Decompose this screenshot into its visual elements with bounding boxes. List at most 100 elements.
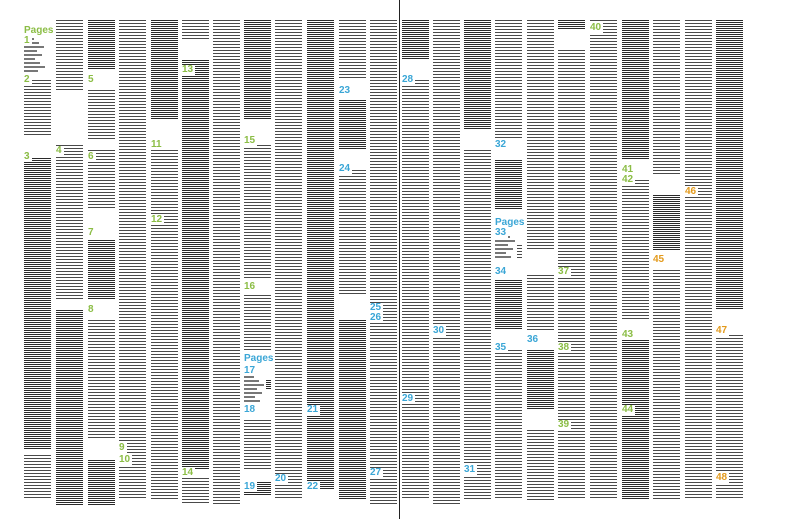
page-number-label: 30: [433, 325, 447, 336]
text-column-block: [370, 20, 397, 505]
page-number-label: 24: [339, 163, 353, 174]
page-number-label: 9: [119, 442, 127, 453]
page-number-label: 27: [370, 467, 384, 478]
page-number-label: 7: [88, 227, 96, 238]
text-column-block: [495, 160, 522, 210]
page-number-label: 32: [495, 139, 509, 150]
text-column-block: [182, 20, 209, 40]
text-column-block: [182, 478, 209, 505]
text-column-block: [88, 20, 115, 70]
page-number-label: 17: [244, 365, 258, 376]
text-column-block: [622, 180, 649, 320]
text-column-block: [182, 60, 209, 470]
text-column-block: [622, 340, 649, 500]
section-heading: Pages: [495, 217, 525, 228]
text-column-block: [433, 20, 460, 505]
page-number-label: 28: [402, 74, 416, 85]
page-number-label: 21: [307, 404, 321, 415]
text-column-block: [24, 80, 51, 135]
text-column-block: [527, 350, 554, 410]
text-column-block: [622, 20, 649, 160]
page-number-label: 8: [88, 304, 96, 315]
page-number-label: 34: [495, 266, 509, 277]
text-column-block: [56, 310, 83, 505]
text-column-block: [685, 20, 712, 500]
page-gutter: [399, 0, 400, 519]
text-column-block: [653, 195, 680, 250]
text-column-block: [653, 270, 680, 500]
text-column-block: [653, 20, 680, 175]
page-number-label: 19: [244, 481, 258, 492]
text-column-block: [558, 20, 585, 30]
page-number-label: 39: [558, 419, 572, 430]
text-column-block: [244, 295, 271, 350]
page-number-label: 26: [370, 312, 384, 323]
text-column-block: [716, 20, 743, 310]
text-column-block: [464, 20, 491, 130]
page-number-label: 6: [88, 151, 96, 162]
page-number-label: 48: [716, 472, 730, 483]
text-column-block: [339, 320, 366, 500]
page-number-label: 16: [244, 281, 258, 292]
text-column-block: [213, 20, 240, 505]
text-column-block: [244, 20, 271, 120]
text-column-block: [527, 430, 554, 500]
text-column-block: [590, 20, 617, 500]
page-number-label: 2: [24, 74, 32, 85]
page-number-label: 25: [370, 302, 384, 313]
text-column-block: [244, 420, 271, 470]
page-number-label: 40: [590, 22, 604, 33]
page-number-label: 4: [56, 145, 64, 156]
text-column-block: [88, 320, 115, 440]
text-column-block: [88, 90, 115, 140]
text-column-block: [24, 455, 51, 500]
text-column-block: [495, 20, 522, 140]
text-column-block: [24, 158, 51, 450]
text-column-block: [88, 460, 115, 505]
page-number-label: 38: [558, 342, 572, 353]
text-column-block: [339, 20, 366, 80]
text-column-block: [339, 100, 366, 150]
page-number-label: 11: [151, 139, 164, 150]
page-number-label: 23: [339, 85, 353, 96]
text-column-block: [527, 275, 554, 330]
text-column-block: [339, 170, 366, 295]
text-column-block: [151, 150, 178, 500]
page-number-label: 3: [24, 151, 32, 162]
text-column-block: [244, 145, 271, 280]
page-number-label: 18: [244, 404, 258, 415]
page-number-label: 37: [558, 266, 572, 277]
page-number-label: 42: [622, 174, 636, 185]
text-column-block: [151, 20, 178, 120]
page-number-label: 15: [244, 135, 258, 146]
text-column-block: [275, 20, 302, 500]
text-column-block: [464, 150, 491, 500]
page-number-label: 20: [275, 473, 289, 484]
text-column-block: [402, 80, 429, 500]
text-column-block: [88, 240, 115, 300]
page-number-label: 29: [402, 393, 416, 404]
section-heading: Pages: [244, 353, 274, 364]
page-number-label: 36: [527, 334, 541, 345]
contents-list: [244, 376, 266, 406]
text-column-block: [527, 20, 554, 250]
text-column-block: [56, 20, 83, 90]
page-number-label: 43: [622, 329, 636, 340]
page-number-label: 22: [307, 481, 321, 492]
page-number-label: 35: [495, 342, 509, 353]
page-number-label: 33: [495, 227, 509, 238]
page-number-label: 5: [88, 74, 96, 85]
section-heading: Pages: [24, 25, 54, 36]
page-number-label: 12: [151, 214, 165, 225]
page-number-label: 31: [464, 464, 478, 475]
page-number-label: 14: [182, 467, 196, 478]
text-column-block: [119, 20, 146, 500]
text-column-block: [307, 20, 334, 490]
page-number-label: 44: [622, 404, 636, 415]
text-column-block: [716, 335, 743, 500]
text-column-block: [402, 20, 429, 60]
page-number-label: 1: [24, 35, 32, 46]
page-number-label: 13: [182, 64, 196, 75]
page-number-label: 45: [653, 254, 667, 265]
